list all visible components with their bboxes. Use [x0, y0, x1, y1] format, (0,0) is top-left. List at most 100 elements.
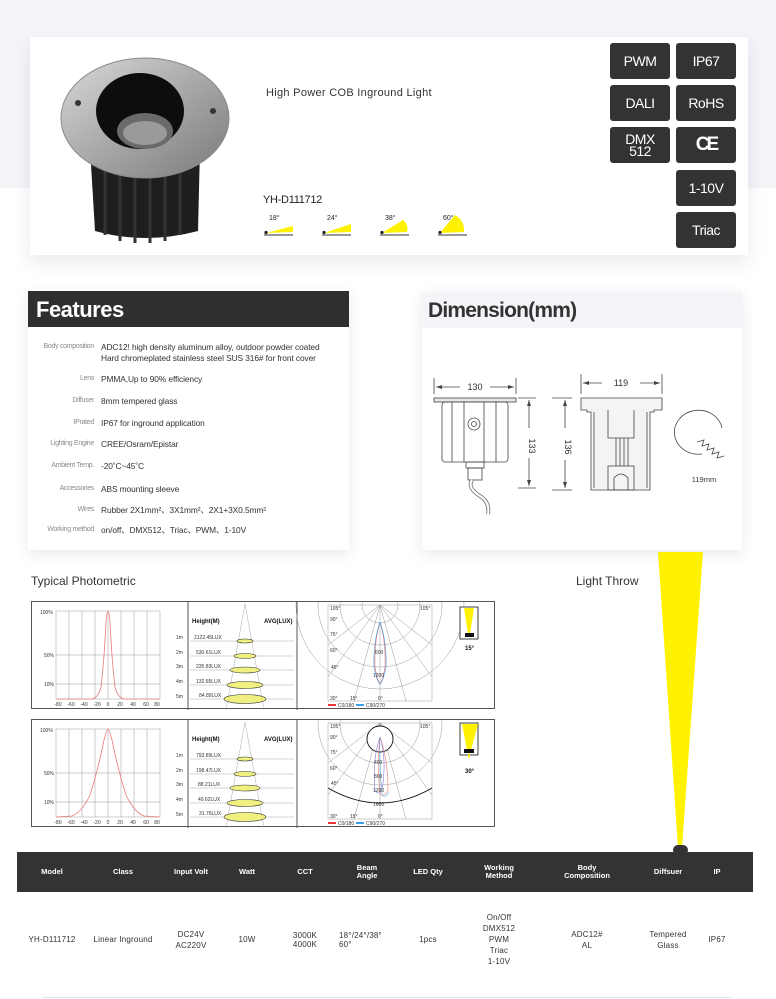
x-tick: 60 [143, 820, 149, 826]
feature-value: on/off、DMX512、Triac、PWM、1-10V [101, 525, 247, 535]
cell-line: Triac [489, 946, 509, 955]
bottom-divider [42, 997, 732, 998]
legend-c0: C0/180 [338, 821, 354, 827]
feature-row-body: Body composition ADC12! high density alu… [28, 342, 349, 364]
feature-value-line: ADC12! high density aluminum alloy, outd… [101, 342, 320, 352]
feature-row-diffuser: Diffuser 8mm tempered glass [28, 396, 349, 407]
height-label: 2m [176, 768, 183, 774]
polar-angle: 15° [350, 814, 358, 820]
lux-value: 530.61LUX [196, 650, 222, 656]
height-label: 2m [176, 650, 183, 656]
feature-value-line: Hard chromeplated stainless steel SUS 31… [101, 353, 316, 363]
spec-table-header: Model Class Input Volt Watt CCT Beam Ang… [17, 852, 753, 892]
y-tick: 10% [44, 682, 55, 688]
height-label: 5m [176, 694, 183, 700]
x-tick: 20 [117, 702, 123, 708]
product-title: High Power COB Inground Light [266, 87, 432, 99]
x-tick: 40 [130, 702, 136, 708]
legend-c0: C0/180 [338, 703, 354, 709]
beam-option-18: 18° [263, 213, 295, 239]
height-label: 4m [176, 679, 183, 685]
cell-cct: 3000K 4000K [271, 892, 339, 987]
polar-angle: 90° [330, 735, 338, 741]
header-line: Composition [564, 871, 610, 880]
product-model: YH-D111712 [263, 194, 322, 206]
y-tick: 100% [40, 610, 53, 616]
height-label: 4m [176, 797, 183, 803]
x-tick: -60 [67, 702, 74, 708]
col-input-volt: Input Volt [173, 867, 209, 876]
lux-value: 198.47LUX [196, 768, 222, 774]
x-tick: -80 [54, 820, 61, 826]
x-tick: -20 [93, 820, 100, 826]
dim-height-side: 136 [563, 439, 573, 454]
height-header: Height(M) [192, 737, 220, 743]
cell-working-method: On/Off DMX512 PWM Triac 1-10V [461, 892, 537, 987]
cell-beam-angle: 18°/24°/38° 60° [339, 892, 399, 987]
polar-angle: 0° [378, 814, 383, 820]
polar-angle: 60° [330, 766, 338, 772]
certification-badges: PWM IP67 DALI RoHS DMX 512 CE 1-10V Tria… [610, 43, 740, 253]
col-diffuser: Diffsuer [653, 867, 683, 876]
photometric-chart-30: 100% 50% 10% -80 -60 -40 -20 0 20 40 60 … [40, 720, 479, 828]
height-label: 5m [176, 812, 183, 818]
x-tick: 60 [143, 702, 149, 708]
beam-option-60: 60° [437, 213, 469, 239]
dim-width-side: 119 [614, 378, 628, 388]
feature-label: Lighting Engine [50, 440, 94, 447]
dim-cutout: 119mm [692, 475, 716, 484]
badge-dmx-line2: 512 [629, 143, 651, 159]
beam-label: 60° [443, 215, 454, 222]
badge-pwm: PWM [610, 43, 670, 79]
polar-angle: 30° [330, 696, 338, 702]
beam-label: 38° [385, 215, 396, 222]
beam-label: 24° [327, 215, 338, 222]
header-line: Method [485, 871, 513, 880]
feature-row-lens: Lens PMMA,Up to 90% efficiency [28, 374, 349, 385]
cell-line: Tempered [649, 929, 687, 939]
cell-line: 18°/24°/38° [339, 930, 382, 940]
polar-angle: 15° [350, 696, 358, 702]
badge-ce-icon: CE [676, 127, 736, 163]
cell-line: 1-10V [487, 957, 511, 966]
feature-value: CREE/Osram/Epistar [101, 439, 179, 449]
cell-line: 60° [339, 939, 352, 949]
header-line: Angle [356, 871, 378, 880]
x-tick: 20 [117, 820, 123, 826]
polar-ring-value: 1600 [373, 802, 384, 808]
feature-label: Ambient Temp. [51, 462, 94, 469]
photometric-panel-15: 100% 50% 10% -80 -60 -40 -20 0 20 40 60 … [31, 601, 495, 710]
cell-line: 3000K [292, 930, 318, 940]
height-label: 3m [176, 782, 183, 788]
x-tick: 40 [130, 820, 136, 826]
beam-angle-label: 30° [465, 769, 475, 775]
x-tick: -40 [80, 820, 87, 826]
lux-header: AVG(LUX) [264, 737, 293, 743]
polar-angle: 75° [330, 750, 338, 756]
cell-line: DC24V [177, 929, 205, 939]
lux-value: 132.65LUX [196, 679, 222, 685]
header-line: Beam [356, 863, 378, 872]
badge-dmx-line1: DMX [625, 131, 655, 147]
feature-row-accessories: Accessories ABS mounting sleeve [28, 484, 349, 495]
polar-angle: 45° [331, 781, 339, 787]
badge-rohs: RoHS [676, 85, 736, 121]
x-tick: -20 [93, 702, 100, 708]
product-image [60, 57, 230, 243]
cell-line: AL [581, 940, 593, 950]
polar-ring-value: 400 [374, 760, 383, 766]
feature-label: Wires [77, 506, 95, 513]
x-tick: 80 [154, 702, 160, 708]
polar-angle: 60° [330, 648, 338, 654]
col-body-composition: Body Composition [537, 852, 637, 892]
lux-value: 49.62LUX [198, 797, 221, 803]
feature-label: Body composition [43, 343, 95, 350]
lux-value: 2122.45LUX [194, 635, 222, 641]
feature-label: Working method [47, 526, 94, 533]
feature-label: Lens [80, 375, 94, 382]
polar-ring-value: 600 [375, 650, 384, 656]
polar-angle: 75° [330, 632, 338, 638]
cell-led-qty: 1pcs [419, 935, 437, 944]
dim-width-front: 130 [467, 382, 482, 392]
beam-24-icon [322, 224, 351, 236]
